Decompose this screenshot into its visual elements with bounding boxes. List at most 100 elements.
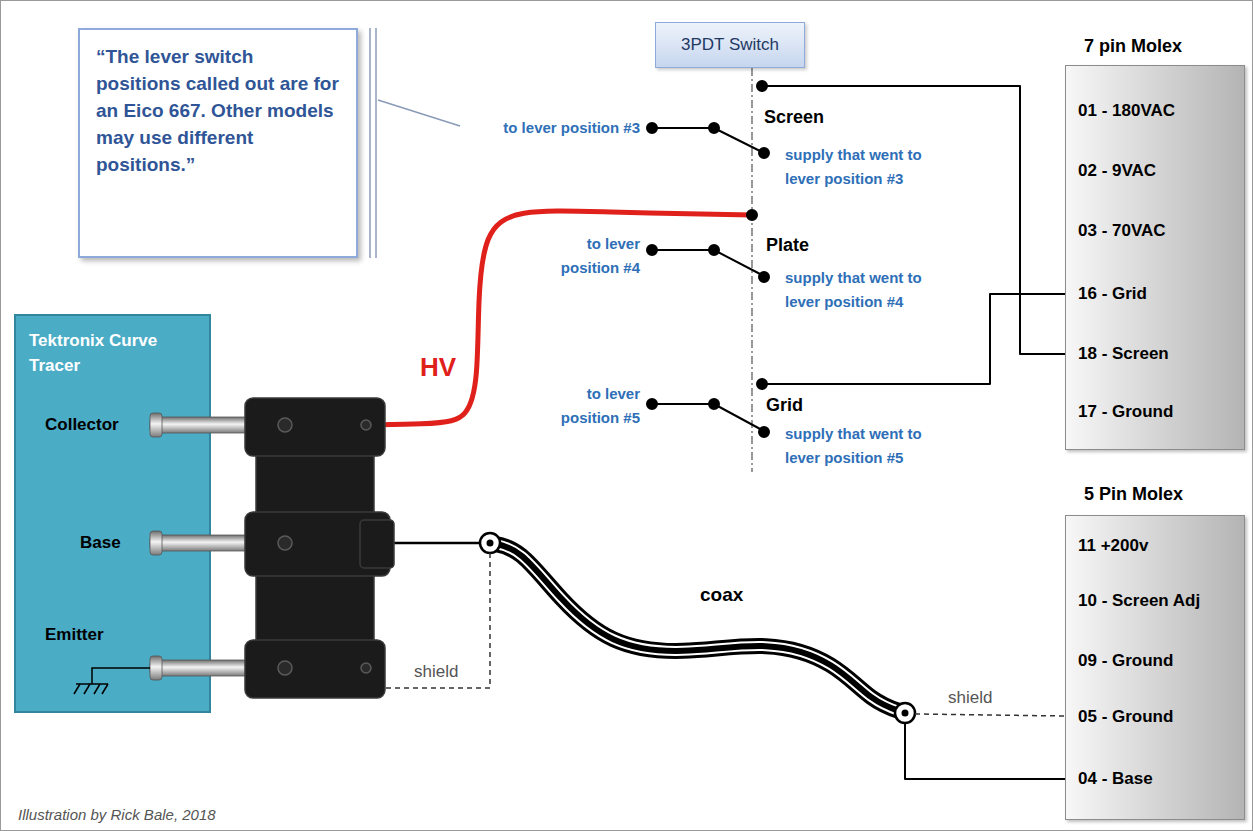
box-heading: 7 pin Molex bbox=[1084, 35, 1182, 57]
plug-housing bbox=[361, 663, 371, 673]
switch-contacts bbox=[652, 127, 714, 129]
wire bbox=[762, 294, 1065, 384]
molex-connector: 5 Pin Molex11 +200v10 - Screen Adj09 - G… bbox=[1065, 515, 1245, 820]
pin-label: 05 - Ground bbox=[1078, 706, 1173, 728]
switch-pole-label: Grid bbox=[766, 394, 803, 416]
ground-symbol bbox=[74, 684, 80, 694]
switch-pole-label: Screen bbox=[764, 106, 824, 128]
pin-label: 04 - Base bbox=[1078, 768, 1153, 790]
banana-plug bbox=[150, 656, 162, 680]
plug-housing bbox=[245, 398, 394, 698]
switch-terminal-label: to lever position #5 bbox=[545, 382, 640, 430]
switch-terminal-label: supply that went to lever position #5 bbox=[785, 422, 960, 470]
coax-end bbox=[902, 710, 909, 717]
wire-path bbox=[762, 294, 1065, 384]
switch-contacts bbox=[647, 123, 657, 133]
curve-tracer-panel bbox=[15, 315, 210, 712]
ground-symbol bbox=[76, 683, 108, 685]
switch-contacts bbox=[759, 148, 769, 158]
coax-end bbox=[480, 533, 500, 553]
switch-contacts bbox=[647, 399, 657, 409]
banana-plug bbox=[150, 535, 255, 551]
ground-symbol bbox=[92, 668, 150, 684]
banana-plug bbox=[150, 413, 255, 680]
box-heading: “The lever switch positions called out a… bbox=[96, 44, 340, 179]
ground-symbol bbox=[94, 684, 100, 694]
curve-tracer-box: Tektronix Curve TracerCollectorBaseEmitt… bbox=[15, 315, 210, 712]
ground-symbol bbox=[102, 684, 108, 694]
wire bbox=[762, 86, 1065, 354]
switch-contacts bbox=[714, 404, 762, 430]
switch-terminal-label: to lever position #3 bbox=[503, 116, 640, 140]
wire-path bbox=[762, 86, 1065, 354]
banana-plug bbox=[150, 531, 162, 555]
connector-group bbox=[210, 86, 1065, 779]
switch-contacts bbox=[714, 250, 762, 275]
pin-label: 09 - Ground bbox=[1078, 650, 1173, 672]
switch-terminal-label: supply that went to lever position #3 bbox=[785, 143, 960, 191]
wire bbox=[210, 211, 752, 425]
plug-housing bbox=[245, 398, 385, 456]
plug-housing bbox=[360, 520, 394, 568]
pin-label: 17 - Ground bbox=[1078, 401, 1173, 423]
curve-tracer-panel bbox=[15, 315, 210, 712]
callout-box: “The lever switch positions called out a… bbox=[78, 28, 358, 258]
shield-wire bbox=[386, 553, 490, 688]
switch-contacts bbox=[759, 427, 769, 437]
pin-label: 16 - Grid bbox=[1078, 283, 1147, 305]
callout-leader bbox=[370, 28, 460, 258]
pin-label: 03 - 70VAC bbox=[1078, 220, 1166, 242]
pin-label: 01 - 180VAC bbox=[1078, 100, 1175, 122]
box-heading: Tektronix Curve Tracer bbox=[29, 328, 199, 378]
coax-end bbox=[487, 540, 494, 547]
switch-pole-label: Plate bbox=[766, 234, 809, 256]
callout-leader bbox=[375, 28, 377, 258]
switch-contacts bbox=[747, 210, 757, 220]
wire-path bbox=[490, 543, 905, 713]
pin-label: 02 - 9VAC bbox=[1078, 160, 1156, 182]
callout-leader bbox=[378, 100, 460, 126]
pin-label: Emitter bbox=[45, 624, 104, 646]
banana-plug bbox=[150, 413, 162, 437]
pin-label: 11 +200v bbox=[1078, 535, 1148, 557]
switch-terminal-label: to lever position #4 bbox=[545, 232, 640, 280]
molex-connector: 7 pin Molex01 - 180VAC02 - 9VAC03 - 70VA… bbox=[1065, 65, 1245, 450]
pin-label: 10 - Screen Adj bbox=[1078, 590, 1200, 612]
switch-contacts bbox=[714, 128, 762, 152]
coax-end bbox=[895, 703, 915, 723]
switch-contacts bbox=[759, 272, 769, 282]
pin-label: Base bbox=[80, 532, 121, 554]
plug-housing bbox=[245, 640, 385, 698]
pin-label: 18 - Screen bbox=[1078, 343, 1169, 365]
banana-plug bbox=[150, 660, 255, 676]
shield-wire bbox=[386, 553, 1065, 716]
ground-symbol bbox=[84, 684, 90, 694]
banana-plug bbox=[150, 417, 255, 433]
switch-label-box: 3PDT Switch bbox=[655, 22, 805, 68]
wire-label: HV bbox=[420, 352, 456, 383]
plug-housing bbox=[278, 536, 292, 550]
switch-contacts bbox=[652, 249, 714, 251]
shield-label: shield bbox=[948, 688, 992, 708]
ground-symbol bbox=[74, 668, 150, 694]
wire-path bbox=[490, 543, 905, 713]
credit-text: Illustration by Rick Bale, 2018 bbox=[18, 806, 216, 823]
switch-terminal-label: supply that went to lever position #4 bbox=[785, 266, 960, 314]
switch-contacts bbox=[647, 245, 657, 255]
box-heading: 3PDT Switch bbox=[681, 35, 779, 55]
switch-contacts bbox=[757, 81, 767, 91]
callout-leader bbox=[369, 28, 371, 258]
wire-path bbox=[905, 713, 1065, 779]
switch-contacts bbox=[757, 379, 767, 389]
plug-housing bbox=[278, 661, 292, 675]
switch-contacts bbox=[647, 81, 769, 437]
shield-label: shield bbox=[414, 662, 458, 682]
wire-path bbox=[490, 543, 905, 713]
plug-housing bbox=[361, 420, 371, 430]
box-heading: 5 Pin Molex bbox=[1084, 483, 1183, 505]
